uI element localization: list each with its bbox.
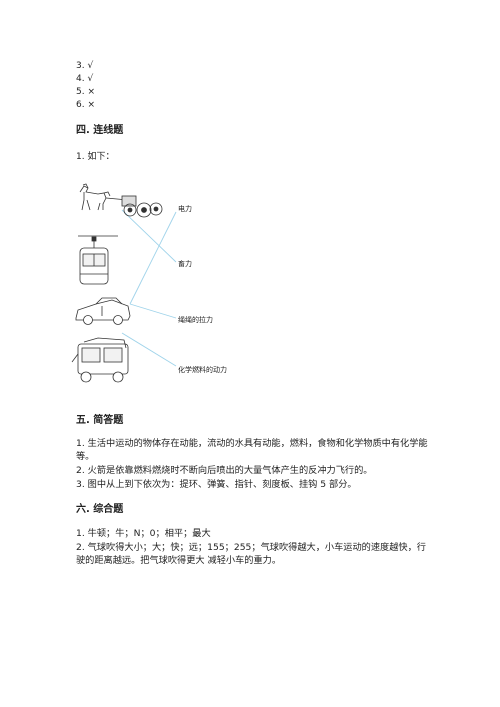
connector-line	[129, 211, 177, 305]
answer-line-3: 3. √	[76, 61, 94, 71]
connector-line	[121, 209, 177, 263]
label-chemical-fuel-power: 化学燃料的动力	[178, 365, 227, 374]
section6-item1: 1. 牛顿；牛；N；0；相平；最大	[76, 528, 211, 539]
section5-heading: 五. 简答题	[76, 415, 124, 426]
answer-line-5: 5. ×	[76, 87, 95, 97]
cable-car-picture	[78, 235, 118, 285]
horse-carriage-picture	[79, 183, 163, 218]
answer-line-6: 6. ×	[76, 100, 95, 110]
section4-heading: 四. 连线题	[76, 125, 124, 136]
section5-item2: 2. 火箭是依靠燃料燃烧时不断向后喷出的大量气体产生的反冲力飞行的。	[76, 465, 373, 476]
car-picture	[75, 297, 131, 325]
matching-diagram: 电力 畜力 绳绳的拉力 化学燃料的动力	[71, 183, 227, 383]
section6-item2: 2. 气球吹得大小；大；快；远；155；255；气球吹得越大，小车运动的速度越快…	[76, 542, 426, 566]
section4-item1: 1. 如下：	[76, 152, 115, 162]
section5-item1: 1. 生活中运动的物体存在动能，流动的水具有动能，燃料，食物和化学物质中有化学能…	[76, 438, 428, 462]
connector-line	[129, 303, 177, 319]
label-animal-power: 畜力	[178, 259, 192, 268]
section6-heading: 六. 综合题	[76, 504, 124, 515]
connector-line	[121, 332, 177, 367]
section5-item3: 3. 图中从上到下依次为：提环、弹簧、指针、刻度板、挂钩 5 部分。	[76, 479, 357, 490]
label-electric-power: 电力	[178, 204, 192, 213]
label-rope-tension: 绳绳的拉力	[178, 315, 213, 324]
answer-line-4: 4. √	[76, 74, 94, 84]
tricycle-picture	[71, 337, 129, 383]
